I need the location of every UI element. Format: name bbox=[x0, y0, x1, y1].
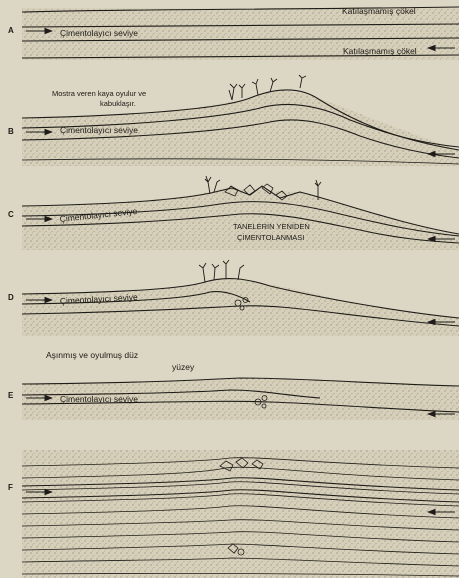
panel-a: A Katılaşmamış çökel Çimentolayıcı seviy… bbox=[8, 6, 459, 60]
panel-a-bottom-label: Katılaşmamış çökel bbox=[343, 46, 417, 56]
panel-a-letter: A bbox=[8, 26, 14, 35]
panel-e-surface-label-2: yüzey bbox=[172, 362, 195, 372]
panel-f-letter: F bbox=[8, 483, 13, 492]
panel-e: E Aşınmış ve oyulmuş düz yüzey Çimentola… bbox=[8, 350, 459, 420]
panel-c-letter: C bbox=[8, 210, 14, 219]
panel-e-surface-label-1: Aşınmış ve oyulmuş düz bbox=[46, 350, 138, 360]
panel-a-cement-label: Çimentolayıcı seviye bbox=[60, 28, 138, 38]
panel-a-top-label: Katılaşmamış çökel bbox=[342, 6, 416, 16]
panel-e-letter: E bbox=[8, 391, 14, 400]
panel-f: F bbox=[8, 450, 459, 578]
panel-c-recement-label-1: TANELERİN YENİDEN bbox=[233, 222, 310, 231]
panel-c-recement-label-2: ÇİMENTOLANMASI bbox=[237, 233, 304, 242]
panel-b-letter: B bbox=[8, 127, 14, 136]
panel-b: B Mostra veren kaya oyulur ve kabuklaşır… bbox=[8, 75, 459, 166]
panel-d: D Çimentolayıcı seviye bbox=[8, 260, 459, 336]
panel-d-sediment bbox=[22, 279, 459, 336]
panel-f-sediment bbox=[22, 450, 459, 578]
panel-b-cement-label: Çimentolayıcı seviye bbox=[60, 125, 138, 135]
panel-d-letter: D bbox=[8, 293, 14, 302]
panel-c: C Çimentolayıcı seviye TANELERİN YENİDEN… bbox=[8, 176, 459, 250]
panel-b-outcrop-label-1: Mostra veren kaya oyulur ve bbox=[52, 89, 146, 98]
panel-e-cement-label: Çimentolayıcı seviye bbox=[60, 394, 138, 404]
panel-b-outcrop-label-2: kabuklaşır. bbox=[100, 99, 136, 108]
